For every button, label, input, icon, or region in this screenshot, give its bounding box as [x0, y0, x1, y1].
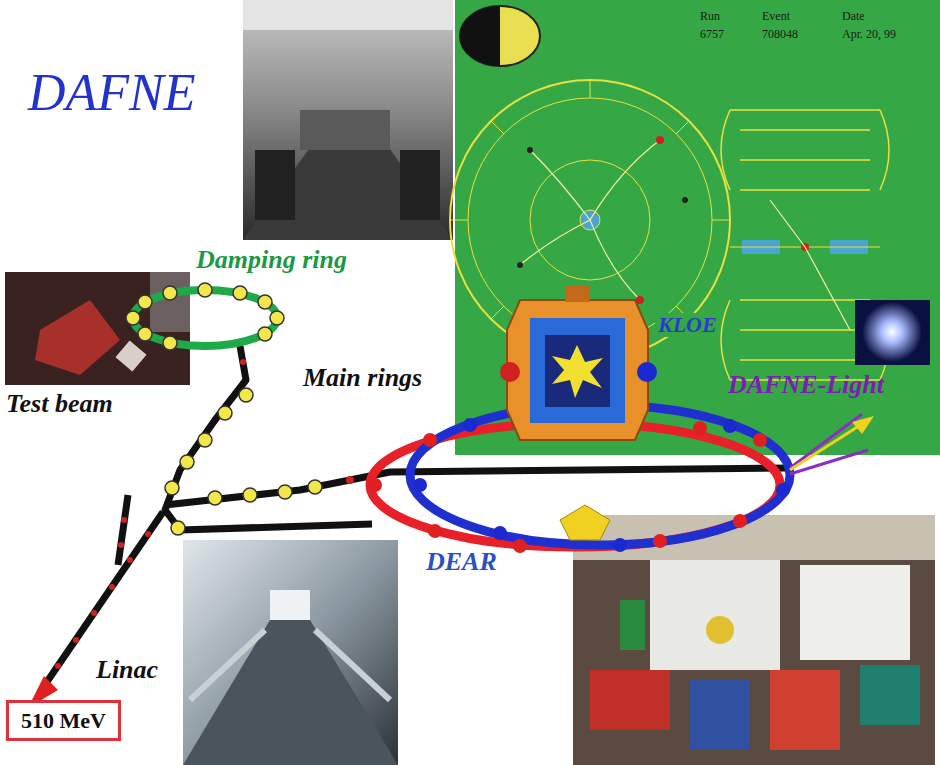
- detector-label: KLOE: [655, 313, 720, 337]
- damping-ring-photo: [5, 272, 190, 385]
- magnet-dots: [126, 283, 322, 535]
- energy-value: 510 MeV: [21, 709, 106, 733]
- light-photo: [855, 300, 930, 365]
- display-header: Run: [700, 10, 720, 23]
- energy-box: 510 MeV: [6, 700, 121, 741]
- damping-ring: [133, 290, 277, 346]
- display-value: 6757: [700, 28, 724, 41]
- section-label: Test beam: [6, 390, 113, 419]
- display-value: 708048: [762, 28, 798, 41]
- display-header: Date: [842, 10, 865, 23]
- section-label: Main rings: [303, 364, 422, 393]
- dear-detector: [560, 505, 610, 540]
- section-label: Linac: [96, 656, 158, 685]
- transfer-line: [40, 346, 790, 692]
- event-display: [450, 0, 940, 455]
- hall-photo: [573, 515, 935, 765]
- section-label: Damping ring: [196, 246, 347, 275]
- tunnel-photo: [243, 0, 453, 240]
- kloe-detector: [500, 286, 657, 440]
- display-header: Event: [762, 10, 790, 23]
- linac-photo: [183, 540, 398, 765]
- diagram-title: DAFNE: [28, 64, 196, 121]
- section-label: DAFNE-Light: [728, 371, 884, 400]
- detector-label: DEAR: [426, 548, 497, 577]
- display-value: Apr. 20, 99: [842, 28, 896, 41]
- light-beam: [790, 414, 874, 474]
